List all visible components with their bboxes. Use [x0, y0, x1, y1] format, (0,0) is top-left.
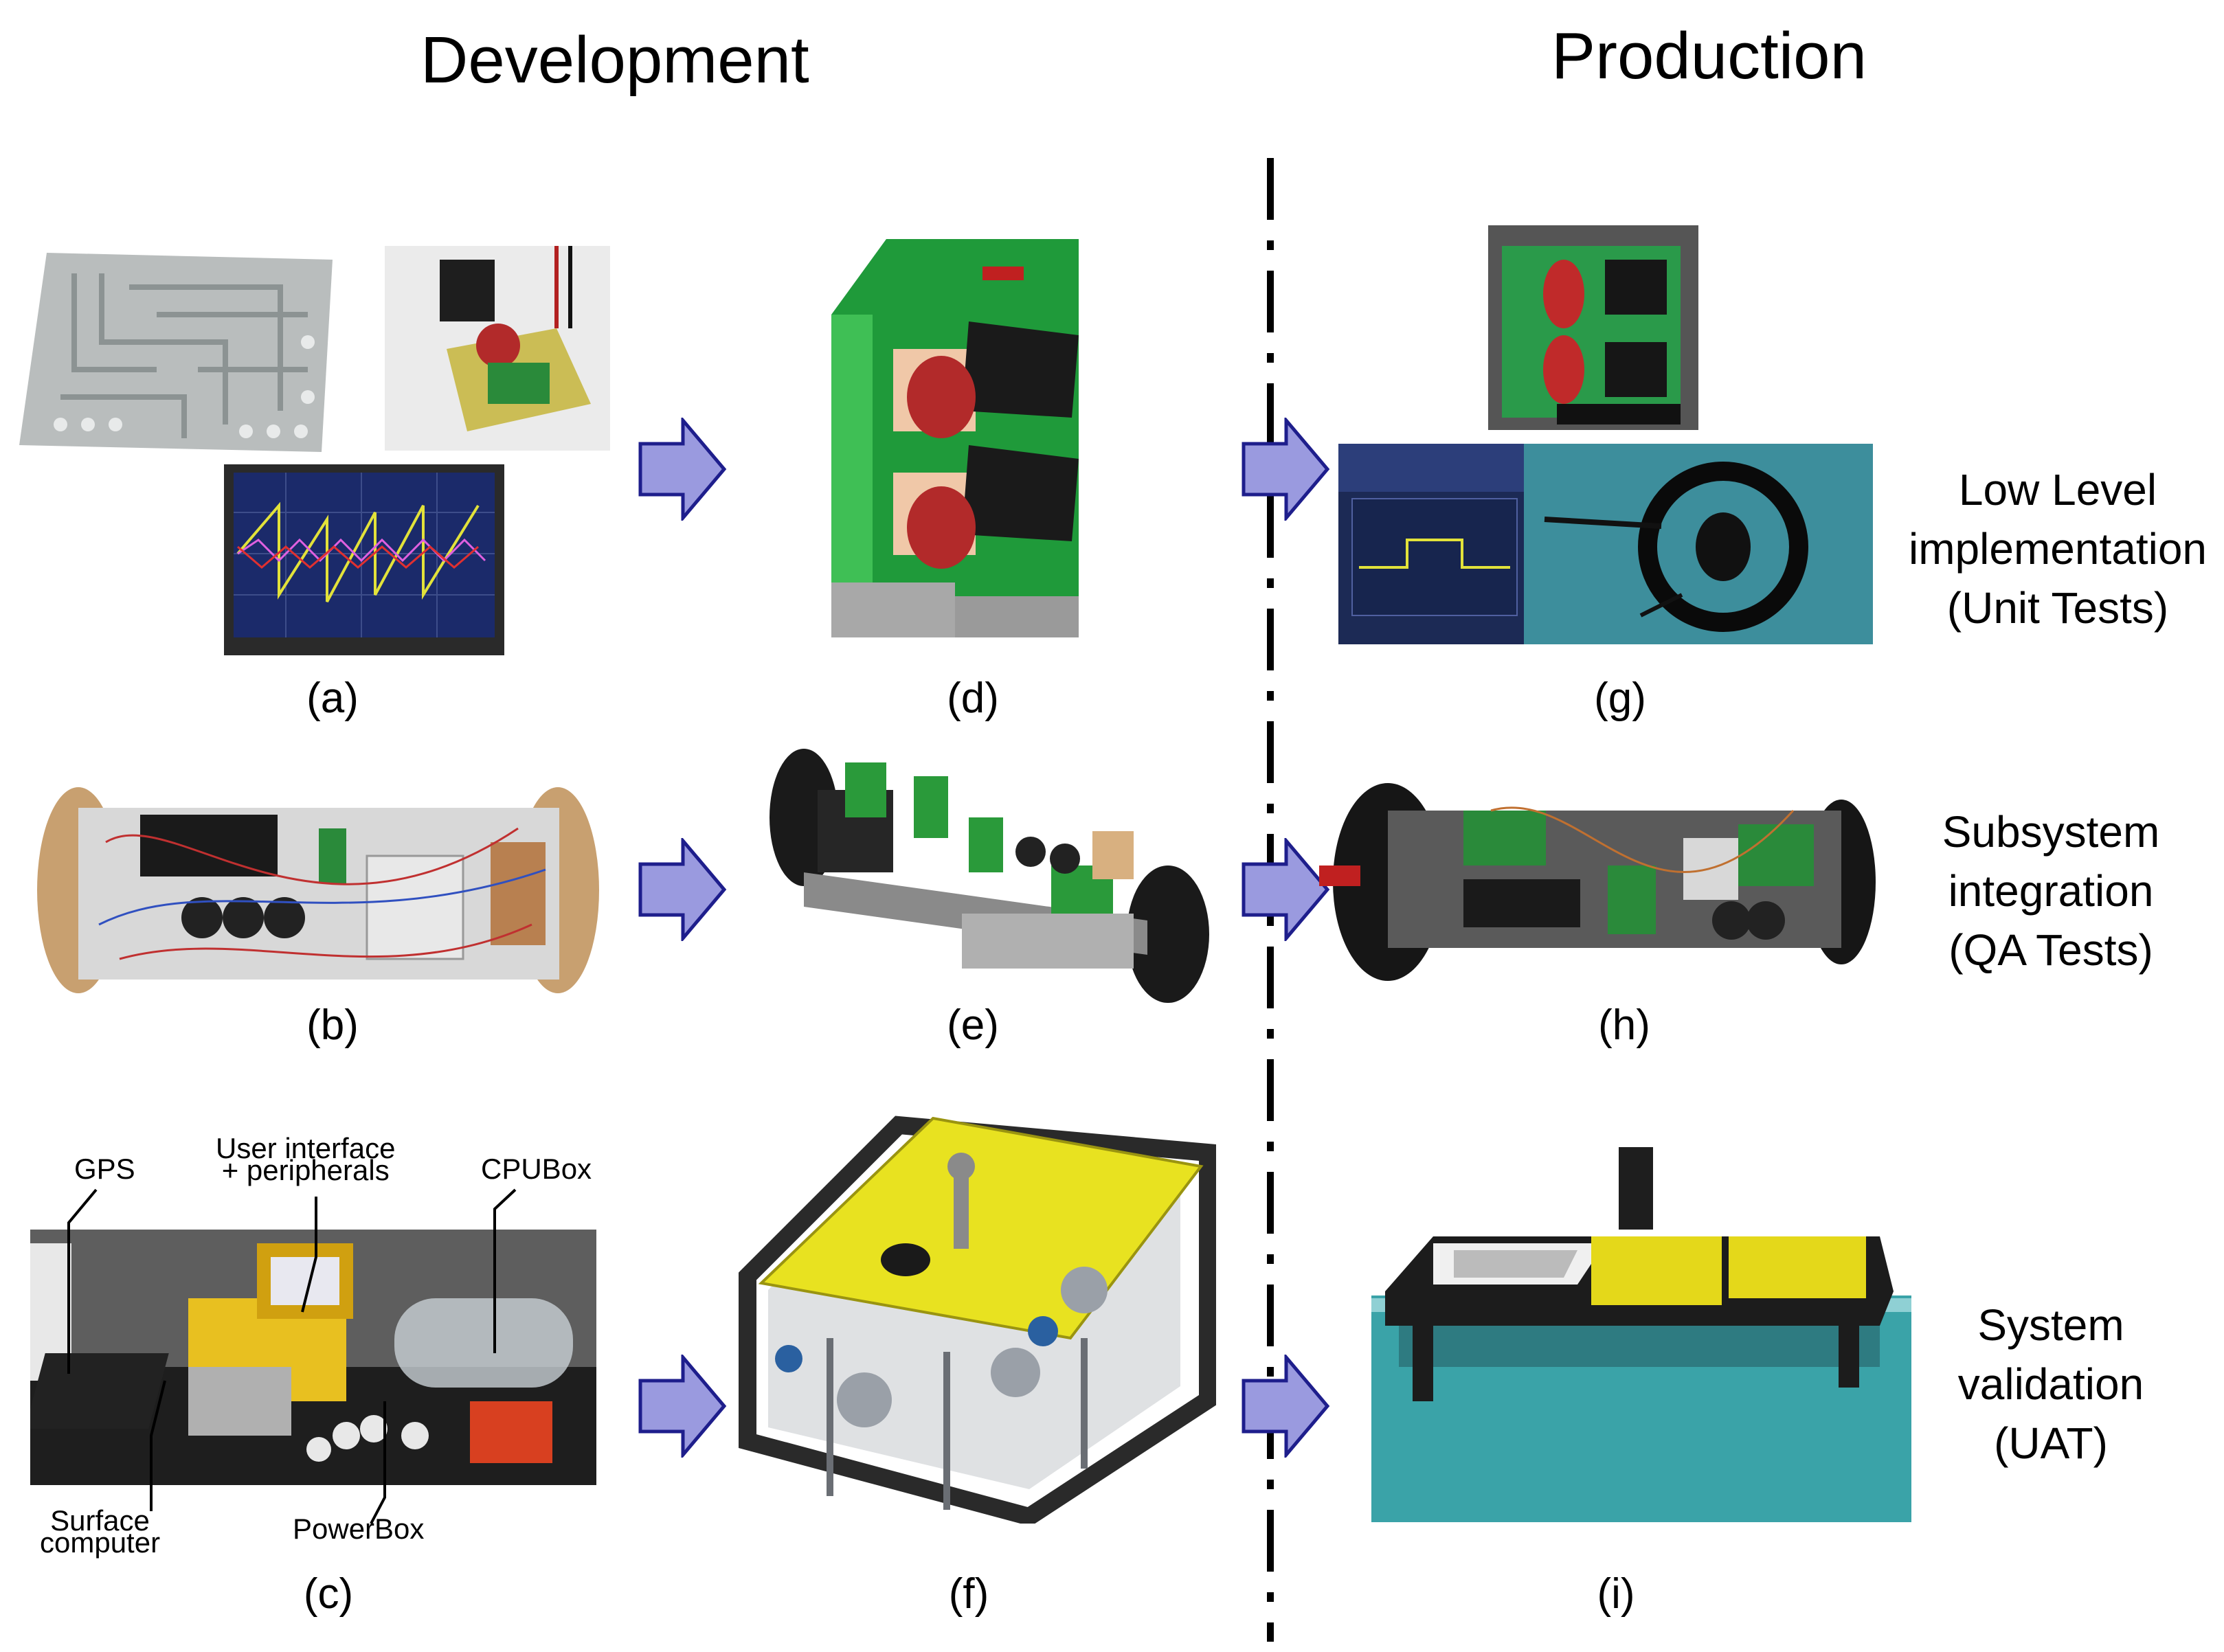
arrow-row3-prod: [1242, 1355, 1330, 1458]
row-label-line: validation: [1957, 1359, 2144, 1409]
row-label-uat: System validation (UAT): [1883, 1295, 2219, 1473]
row-label-line: System: [1977, 1300, 2124, 1350]
annotation-leader-lines: [67, 1188, 517, 1524]
annotation-surface-computer: Surface computer: [40, 1504, 161, 1559]
panel-label-d: (d): [947, 675, 999, 722]
panel-label-c: (c): [303, 1570, 354, 1618]
row-label-line: implementation: [1909, 524, 2207, 574]
row-label-line: (QA Tests): [1948, 925, 2153, 975]
arrow-row3-dev: [638, 1355, 727, 1458]
photo-production-board: [1488, 225, 1698, 430]
header-development: Development: [420, 23, 809, 97]
row-label-line: Subsystem: [1942, 807, 2160, 857]
dash-dot-divider: [1267, 158, 1274, 1642]
photo-production-electronics-bay: [1312, 783, 1883, 981]
photo-relay-prototype: [385, 246, 610, 451]
annotation-cpubox: CPUBox: [481, 1153, 592, 1185]
annotation-gps: GPS: [74, 1153, 135, 1185]
row-label-line: Low Level: [1958, 465, 2157, 514]
cad-pcb-power-board: [818, 239, 1147, 646]
panel-label-e: (e): [947, 1002, 999, 1049]
photo-oscilloscope-thruster: [1338, 444, 1873, 644]
arrow-row1-dev: [638, 418, 727, 521]
panel-label-h: (h): [1598, 1002, 1650, 1049]
panel-label-i: (i): [1597, 1570, 1635, 1618]
row-label-unit-tests: Low Level implementation (Unit Tests): [1896, 460, 2219, 637]
panel-label-g: (g): [1594, 675, 1646, 722]
panel-label-a: (a): [306, 675, 359, 722]
row-label-line: (Unit Tests): [1946, 583, 2169, 633]
arrow-row2-dev: [638, 838, 727, 941]
panel-label-f: (f): [948, 1570, 989, 1618]
annotation-powerbox: PowerBox: [293, 1513, 425, 1545]
arrow-row2-prod: [1242, 838, 1330, 941]
annotation-line: Surface: [50, 1504, 150, 1537]
row-label-line: integration: [1948, 866, 2154, 916]
photo-bare-pcb: [19, 246, 333, 452]
annotation-line: + peripherals: [221, 1154, 390, 1186]
photo-oscilloscope-a: [224, 464, 504, 655]
annotation-user-interface: User interface + peripherals: [216, 1132, 396, 1186]
arrow-row1-prod: [1242, 418, 1330, 521]
cad-electronics-bay: [763, 749, 1216, 1003]
cad-rov-model: [727, 1111, 1216, 1524]
photo-electronics-bay: [37, 787, 599, 993]
photo-rov-in-pool: [1371, 1140, 1911, 1522]
panel-label-b: (b): [306, 1002, 359, 1049]
annotation-line: computer: [40, 1526, 161, 1559]
row-label-qa-tests: Subsystem integration (QA Tests): [1883, 802, 2219, 980]
header-production: Production: [1551, 19, 1867, 93]
row-label-line: (UAT): [1994, 1418, 2108, 1468]
annotation-line: User interface: [216, 1132, 396, 1164]
